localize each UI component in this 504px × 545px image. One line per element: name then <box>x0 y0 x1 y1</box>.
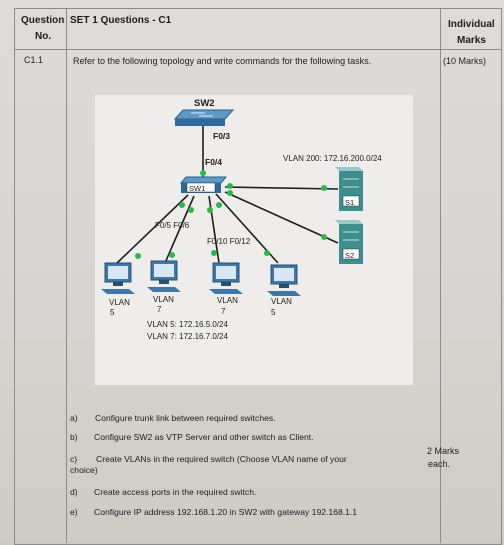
pc4-vlan-id: 5 <box>271 308 276 317</box>
task-c-text: Create VLANs in the required switch (Cho… <box>96 454 347 464</box>
header-divider <box>14 49 501 50</box>
task-b-letter: b) <box>70 432 78 442</box>
server-s1-icon <box>335 167 363 211</box>
header-individual-label: Individual <box>448 19 495 30</box>
task-e-letter: e) <box>70 507 78 517</box>
label-ports-f05-f06: F0/5 F0/6 <box>155 221 190 230</box>
header-marks-label: Marks <box>457 35 486 46</box>
task-a-letter: a) <box>70 413 78 423</box>
pc-icon <box>101 262 135 294</box>
link-s1 <box>224 186 339 190</box>
pc3-vlan-label: VLAN <box>217 296 238 305</box>
sw2-switch-icon <box>173 109 235 126</box>
label-ports-f010-f012: F0/10 F0/12 <box>207 237 251 246</box>
label-port-f04: F0/4 <box>205 157 222 167</box>
task-a-text: Configure trunk link between required sw… <box>95 413 276 423</box>
pc-icon <box>209 262 243 294</box>
network-topology-diagram: SW2 SW1 F0/3 F0/4 VLAN 200: 172.16.200.0… <box>95 95 413 385</box>
task-marks-line1: 2 Marks <box>427 446 460 456</box>
pc4-vlan-label: VLAN <box>271 297 292 306</box>
task-c-continuation: choice) <box>70 465 98 475</box>
task-b-text: Configure SW2 as VTP Server and other sw… <box>94 432 314 442</box>
sw1-switch-icon <box>179 176 228 193</box>
question-number: C1.1 <box>24 55 44 65</box>
task-d-letter: d) <box>70 487 78 497</box>
label-s2: S2 <box>345 251 354 260</box>
header-no-label: No. <box>35 31 52 42</box>
link-s2 <box>224 191 339 244</box>
label-vlan200: VLAN 200: 172.16.200.0/24 <box>283 154 382 163</box>
label-subnet-vlan5: VLAN 5: 172.16.5.0/24 <box>147 320 229 329</box>
question-prompt: Refer to the following topology and writ… <box>73 56 372 66</box>
pc-icon <box>147 260 181 292</box>
task-marks-line2: each. <box>428 459 451 469</box>
header-question-label: Question <box>21 15 65 26</box>
question-marks: (10 Marks) <box>443 56 487 66</box>
link-f06 <box>164 195 195 264</box>
task-c-letter: c) <box>70 454 78 464</box>
label-sw2: SW2 <box>194 98 215 109</box>
label-sw1: SW1 <box>189 184 205 193</box>
link-lights <box>135 170 327 259</box>
task-e-text: Configure IP address 192.168.1.20 in SW2… <box>94 507 358 517</box>
task-d-text: Create access ports in the required swit… <box>94 487 257 497</box>
link-f05 <box>116 194 189 264</box>
header-set-title: SET 1 Questions - C1 <box>70 15 172 26</box>
label-port-f03: F0/3 <box>213 131 230 141</box>
topology-svg: SW2 SW1 F0/3 F0/4 VLAN 200: 172.16.200.0… <box>101 98 382 341</box>
pc-icon <box>267 264 301 296</box>
pc1-vlan-label: VLAN <box>109 298 130 307</box>
pc2-vlan-id: 7 <box>157 305 162 314</box>
pc3-vlan-id: 7 <box>221 307 226 316</box>
server-s2-icon <box>335 220 363 264</box>
column-divider-2 <box>440 8 441 543</box>
label-subnet-vlan7: VLAN 7: 172.16.7.0/24 <box>147 332 229 341</box>
pc1-vlan-id: 5 <box>110 308 115 317</box>
column-divider-1 <box>66 8 67 543</box>
label-s1: S1 <box>345 198 354 207</box>
pc2-vlan-label: VLAN <box>153 295 174 304</box>
